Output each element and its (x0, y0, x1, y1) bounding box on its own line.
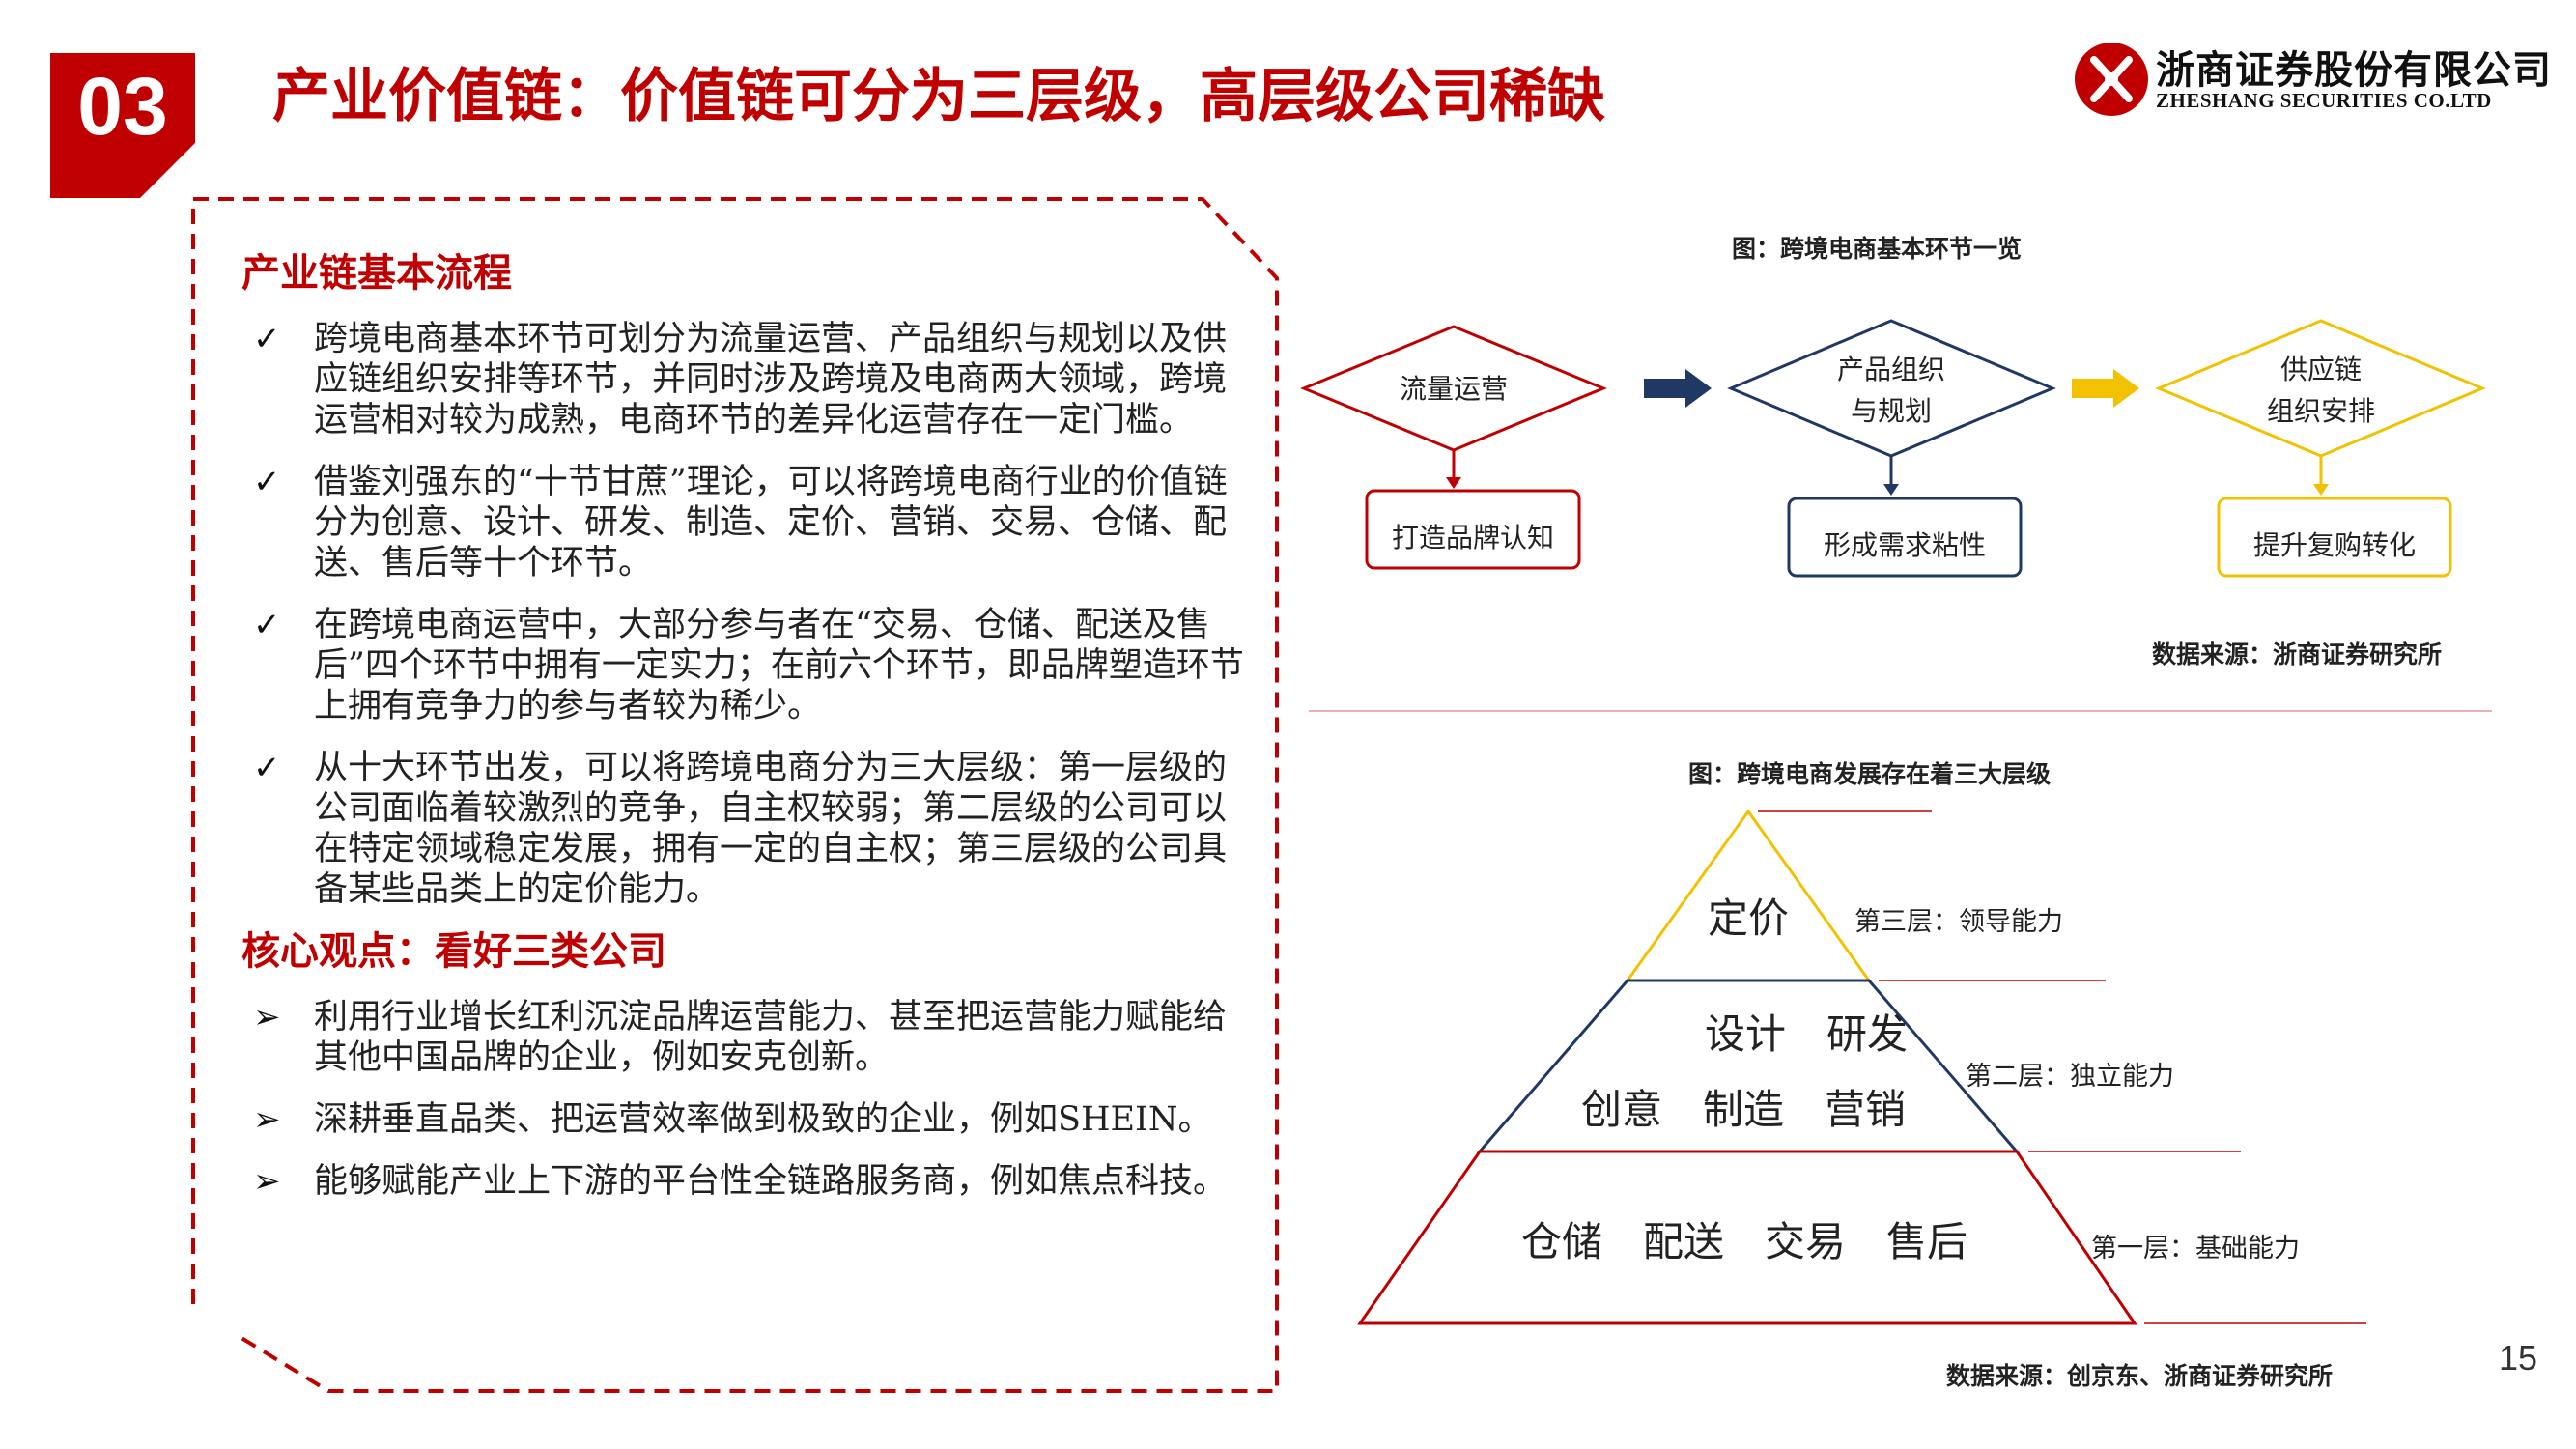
flow-node-supply (2155, 319, 2486, 458)
page-title: 产业价值链：价值链可分为三层级，高层级公司稀缺 (272, 63, 1605, 130)
result-label: 提升复购转化 (2253, 529, 2416, 561)
list-item: ✓跨境电商基本环节可划分为流量运营、产品组织与规划以及供应链组织安排等环节，并同… (253, 320, 1228, 440)
pyramid-caption: 图：跨境电商发展存在着三大层级 (1688, 760, 2052, 788)
page-number: 15 (2498, 1338, 2537, 1378)
pyramid-level-label: 第二层：独立能力 (1966, 1062, 2174, 1092)
company-name-cn: 浙商证券股份有限公司 (2156, 47, 2552, 93)
pyramid-middle-row1: 设计 研发 (1705, 1010, 1908, 1058)
pyramid-top-text: 定价 (1708, 895, 1789, 942)
list-item: ➢能够赋能产业上下游的平台性全链路服务商，例如焦点科技。 (253, 1162, 1228, 1201)
list-item: ➢深耕垂直品类、把运营效率做到极致的企业，例如SHEIN。 (253, 1100, 1212, 1139)
section-heading-process: 产业链基本流程 (241, 251, 512, 296)
result-label: 形成需求粘性 (1824, 529, 1986, 561)
flow-node-label: 供应链 (2280, 354, 2362, 385)
flow-chart: 流量运营 产品组织 与规划 供应链 组织安排 打造品牌认知 形成需求粘性 提升复… (1300, 319, 2486, 578)
section-heading-view: 核心观点：看好三类公司 (241, 929, 666, 974)
check-icon: ✓ (253, 463, 281, 501)
result-box-repurchase (2217, 497, 2452, 578)
arrow-down-icon (2313, 484, 2329, 496)
pyramid-bottom-text: 仓储 配送 交易 售后 (1521, 1218, 1967, 1265)
pyramid-level-label: 第一层：基础能力 (2091, 1234, 2300, 1264)
panel-border (191, 197, 1279, 1393)
arrow-bullet-icon: ➢ (253, 1100, 281, 1139)
flow-node-product (1727, 319, 2056, 458)
check-icon: ✓ (253, 749, 281, 787)
flow-node-label: 与规划 (1851, 395, 1932, 427)
company-logo-icon (2075, 43, 2148, 116)
flow-node-traffic (1300, 325, 1607, 452)
pyramid-middle-row2: 创意 制造 营销 (1581, 1086, 1906, 1133)
left-panel: 产业链基本流程 ✓跨境电商基本环节可划分为流量运营、产品组织与规划以及供应链组织… (241, 242, 1246, 1202)
result-box-brand (1365, 489, 1581, 570)
process-bullet-list: ✓跨境电商基本环节可划分为流量运营、产品组织与规划以及供应链组织安排等环节，并同… (241, 319, 1246, 910)
arrow-down-icon (1446, 477, 1461, 489)
divider (1309, 710, 2492, 712)
result-label: 打造品牌认知 (1392, 522, 1554, 554)
pyramid-diagram: 定价 设计 研发 创意 制造 营销 仓储 配送 交易 售后 (1357, 809, 2366, 1325)
view-bullet-list: ➢利用行业增长红利沉淀品牌运营能力、甚至把运营能力赋能给其他中国品牌的企业，例如… (241, 997, 1246, 1202)
arrow-bullet-icon: ➢ (253, 1162, 281, 1201)
pyramid-level-label: 第三层：领导能力 (1854, 907, 2063, 937)
flow-chart-caption: 图：跨境电商基本环节一览 (1732, 235, 2023, 263)
arrow-bullet-icon: ➢ (253, 998, 281, 1037)
arrow-right-icon (2072, 369, 2139, 408)
flow-node-label: 产品组织 (1837, 354, 1945, 385)
check-icon: ✓ (253, 606, 281, 644)
arrow-right-icon (1644, 369, 1712, 408)
flow-chart-source: 数据来源：浙商证券研究所 (2152, 640, 2443, 668)
list-item: ✓在跨境电商运营中，大部分参与者在“交易、仓储、配送及售后”四个环节中拥有一定实… (253, 606, 1244, 725)
list-item: ✓从十大环节出发，可以将跨境电商分为三大层级：第一层级的公司面临着较激烈的竞争，… (253, 749, 1228, 909)
company-name-en: ZHESHANG SECURITIES CO.LTD (2156, 89, 2492, 112)
pyramid-source: 数据来源：创京东、浙商证券研究所 (1946, 1362, 2334, 1390)
list-item: ➢利用行业增长红利沉淀品牌运营能力、甚至把运营能力赋能给其他中国品牌的企业，例如… (253, 998, 1228, 1077)
section-number: 03 (77, 61, 168, 152)
list-item: ✓借鉴刘强东的“十节甘蔗”理论，可以将跨境电商行业的价值链分为创意、设计、研发、… (253, 463, 1228, 582)
flow-node-label: 流量运营 (1400, 373, 1508, 405)
check-icon: ✓ (253, 320, 281, 358)
arrow-down-icon (1883, 484, 1899, 496)
flow-node-label: 组织安排 (2267, 395, 2375, 427)
result-box-stickiness (1787, 497, 2023, 578)
